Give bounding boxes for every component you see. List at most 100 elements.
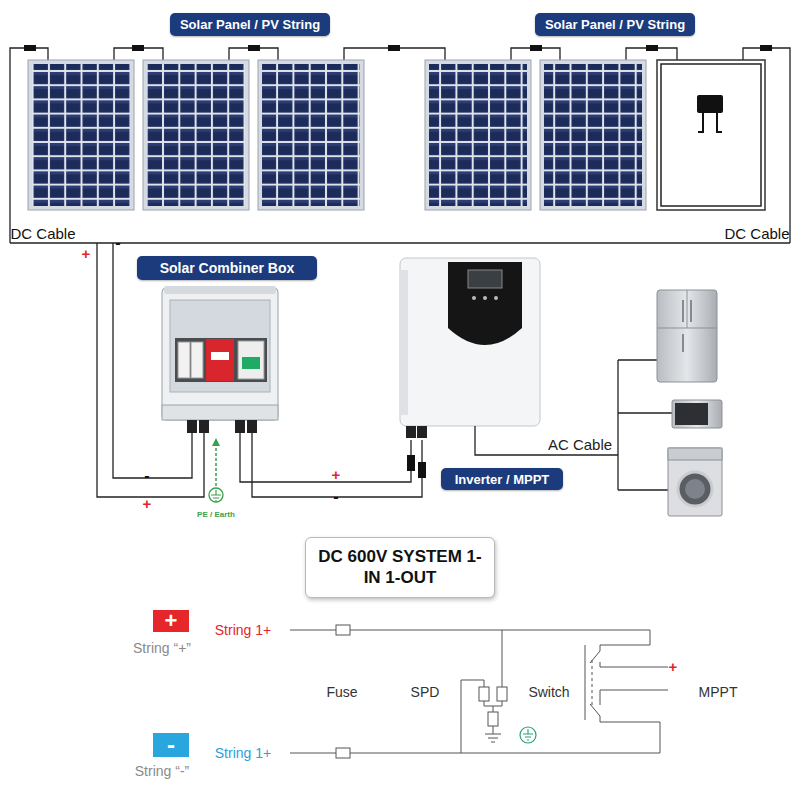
spd-module (238, 341, 264, 379)
combiner-base (162, 405, 278, 420)
panel-frame (258, 60, 364, 210)
spd-symbol (488, 712, 498, 726)
inverter-led (483, 296, 487, 300)
wire (97, 243, 204, 497)
solar-panels (28, 60, 765, 210)
schematic-earth (520, 727, 536, 743)
wire (475, 426, 618, 455)
combiner-box (162, 286, 278, 433)
panel-cells (32, 64, 130, 206)
connector (418, 462, 426, 478)
microwave (672, 400, 722, 428)
panel-frame (28, 60, 134, 210)
component-badge: Inverter / MPPT (441, 468, 563, 490)
ac-wiring (475, 360, 672, 490)
combiner-window (170, 300, 270, 392)
string-label: String “-” (135, 763, 189, 779)
junction-leads (698, 112, 722, 132)
component-label: SPD (411, 684, 440, 700)
junction-box (697, 95, 723, 113)
inverter-led (472, 296, 476, 300)
node-text: Solar Panel / PV String (545, 17, 685, 32)
earth-connection (209, 438, 223, 502)
washer-panel (668, 448, 722, 460)
terminal-label: MPPT (699, 684, 738, 700)
earth-symbol-lines (211, 490, 221, 501)
washer-door (678, 472, 712, 506)
spd-symbol (497, 687, 507, 701)
inverter (400, 258, 540, 438)
panel-frame (425, 60, 531, 210)
node-text: Inverter / MPPT (455, 472, 550, 487)
wire (252, 432, 422, 497)
microwave-window (675, 403, 708, 425)
earth-symbol-lines (523, 729, 533, 740)
string-label: String “+” (133, 640, 191, 656)
component-label: Switch (528, 684, 569, 700)
section-badge: Solar Panel / PV String (170, 13, 330, 36)
cable-label: DC Cable (724, 225, 789, 242)
wire (618, 489, 668, 490)
din-rail (175, 338, 267, 382)
inverter-screen (468, 270, 502, 288)
panel-cells (544, 64, 642, 206)
component-badge: Solar Combiner Box (137, 256, 317, 280)
wire (240, 432, 411, 482)
fridge-doors (657, 290, 717, 328)
cable-gland (235, 420, 245, 433)
connector (132, 45, 144, 51)
node-text: - (167, 733, 175, 757)
dc-wiring (10, 48, 790, 497)
inverter-terminal (417, 426, 427, 438)
fridge-handles (683, 300, 691, 352)
cable-gland (187, 420, 197, 433)
component-label: Fuse (326, 684, 357, 700)
switch-pole (590, 690, 668, 716)
switch-link (592, 660, 593, 707)
earth-arrow (212, 438, 220, 446)
fuse-holder (178, 342, 190, 378)
node-text: Solar Panel / PV String (180, 17, 320, 32)
schematic (290, 625, 668, 758)
polarity-sign: + (332, 466, 341, 483)
connector (760, 45, 772, 51)
panel-cells (262, 64, 360, 206)
connector (530, 45, 542, 51)
wire (618, 359, 657, 360)
polarity-sign: + (669, 658, 678, 675)
wire (502, 630, 503, 687)
cable-label: AC Cable (548, 436, 612, 453)
cable-gland (199, 420, 209, 433)
inverter-terminal (406, 426, 416, 438)
fuse-holder (191, 342, 203, 378)
wire (484, 701, 502, 712)
panel-cells (147, 64, 245, 206)
connector (646, 45, 658, 51)
cable-gland (247, 420, 257, 433)
connector (407, 455, 415, 471)
wire (618, 412, 672, 413)
string-label: String 1+ (215, 622, 271, 638)
dc-breaker (206, 339, 234, 381)
diagram-title: DC 600V SYSTEM 1-IN 1-OUT (305, 537, 495, 598)
polarity-box: - (153, 733, 189, 757)
string-label: String 1+ (215, 745, 271, 761)
combiner-hinge (164, 286, 276, 294)
fuse-symbol (336, 748, 350, 758)
inverter-body (400, 258, 540, 426)
combiner-body (162, 288, 278, 420)
polarity-sign: + (82, 245, 91, 262)
spd-window (242, 357, 260, 369)
inverter-led (494, 296, 498, 300)
washing-machine (668, 448, 722, 516)
panel-frame (143, 60, 249, 210)
switch-frame (585, 645, 586, 720)
wire (10, 242, 790, 243)
panel-cells (429, 64, 527, 206)
panel-frame (540, 60, 646, 210)
ground-symbol (485, 726, 501, 742)
wire (617, 360, 618, 490)
